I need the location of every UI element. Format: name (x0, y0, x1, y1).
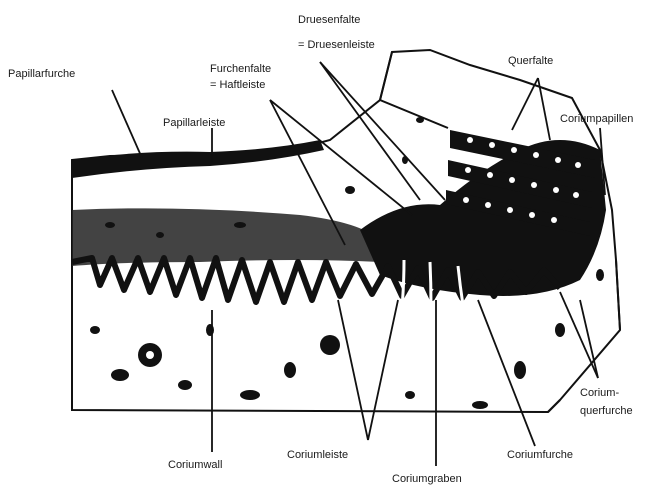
label-papillarfurche: Papillarfurche (8, 68, 75, 80)
label-coriumleiste: Coriumleiste (287, 449, 348, 461)
label-papillarleiste: Papillarleiste (163, 117, 225, 129)
label-coriumgraben: Coriumgraben (392, 473, 462, 485)
label-coriumfurche: Coriumfurche (507, 449, 573, 461)
label-coriumquerfurche-line2: querfurche (580, 405, 633, 417)
label-querfalte: Querfalte (508, 55, 553, 67)
label-druesenfalte-line1: Druesenfalte (298, 14, 360, 26)
label-coriumquerfurche-line1: Corium- (580, 387, 619, 399)
label-coriumwall: Coriumwall (168, 459, 222, 471)
label-furchenfalte-line2: = Haftleiste (210, 79, 265, 91)
label-druesenfalte-line2: = Druesenleiste (298, 39, 375, 51)
leader-papillarfurche (112, 90, 142, 158)
specimen-block (72, 50, 620, 412)
label-furchenfalte-line1: Furchenfalte (210, 63, 271, 75)
label-coriumpapillen: Coriumpapillen (560, 113, 633, 125)
